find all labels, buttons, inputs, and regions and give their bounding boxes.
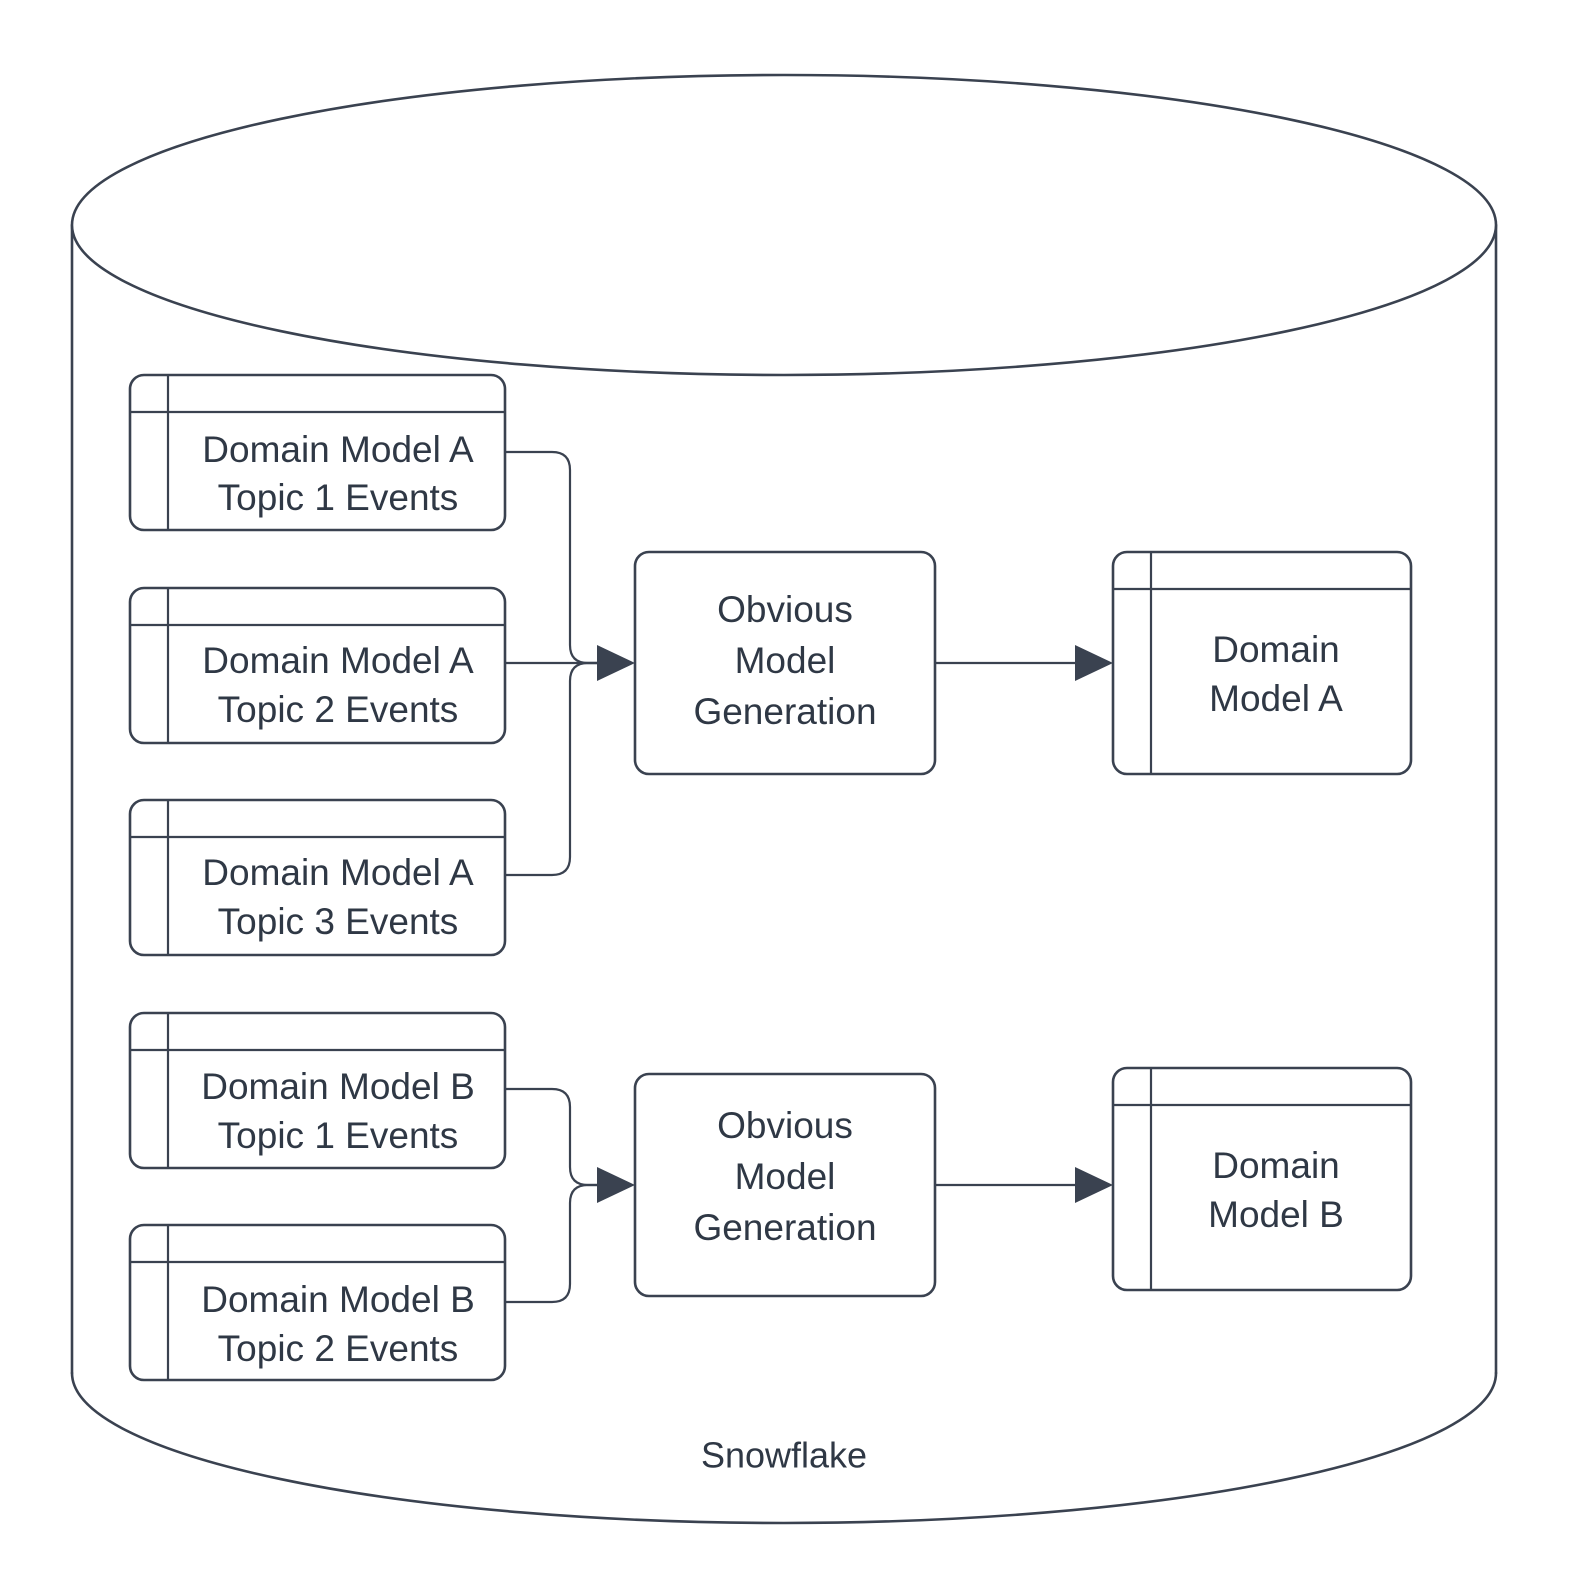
node-label-line3: Generation xyxy=(693,691,876,732)
arrowhead-into-output-b xyxy=(1075,1167,1113,1203)
node-output-b[interactable]: Domain Model B xyxy=(1111,1066,1413,1292)
connector-a3-to-process xyxy=(505,661,600,877)
cylinder-top-ellipse xyxy=(70,73,1498,377)
node-label-line1: Domain Model A xyxy=(202,429,474,470)
table-body xyxy=(1111,1066,1413,1292)
snowflake-label: Snowflake xyxy=(701,1435,867,1476)
cylinder-bottom-arc xyxy=(70,1371,1498,1525)
table-body xyxy=(1111,550,1413,776)
node-label-line1: Domain Model A xyxy=(202,640,474,681)
node-label-line1: Obvious xyxy=(717,589,853,630)
table-body xyxy=(128,1011,507,1170)
node-process-a[interactable]: Obvious Model Generation xyxy=(633,550,937,776)
node-src-b1[interactable]: Domain Model B Topic 1 Events xyxy=(128,1011,507,1170)
connector-b2-to-process xyxy=(505,1183,600,1304)
node-label-line2: Topic 1 Events xyxy=(218,1115,459,1156)
node-label-line1: Domain xyxy=(1212,1145,1340,1186)
node-label-line2: Topic 3 Events xyxy=(218,901,459,942)
node-label-line1: Domain Model B xyxy=(201,1279,475,1320)
node-label-line2: Topic 2 Events xyxy=(218,1328,459,1369)
arrowhead-into-output-a xyxy=(1075,645,1113,681)
node-label-line2: Topic 1 Events xyxy=(218,477,459,518)
connector-b1-to-process xyxy=(505,1087,600,1187)
node-label-line1: Domain Model A xyxy=(202,852,474,893)
table-body xyxy=(128,1223,507,1382)
node-label-line2: Topic 2 Events xyxy=(218,689,459,730)
connector-a1-to-process xyxy=(505,450,600,665)
arrowhead-into-process-a xyxy=(597,645,635,681)
process-box xyxy=(633,550,937,776)
node-label-line1: Obvious xyxy=(717,1105,853,1146)
process-box xyxy=(633,1072,937,1298)
node-label-line2: Model A xyxy=(1209,678,1343,719)
table-body xyxy=(128,586,507,745)
snowflake-cylinder[interactable] xyxy=(70,73,1498,1525)
table-body xyxy=(128,798,507,957)
node-label-line3: Generation xyxy=(693,1207,876,1248)
connectors-group-a xyxy=(505,450,1113,877)
node-output-a[interactable]: Domain Model A xyxy=(1111,550,1413,776)
table-body xyxy=(128,373,507,532)
node-src-b2[interactable]: Domain Model B Topic 2 Events xyxy=(128,1223,507,1382)
node-src-a1[interactable]: Domain Model A Topic 1 Events xyxy=(128,373,507,532)
node-process-b[interactable]: Obvious Model Generation xyxy=(633,1072,937,1298)
arrowhead-into-process-b xyxy=(597,1167,635,1203)
node-src-a3[interactable]: Domain Model A Topic 3 Events xyxy=(128,798,507,957)
node-label-line1: Domain xyxy=(1212,629,1340,670)
connectors-group-b xyxy=(505,1087,1113,1304)
node-src-a2[interactable]: Domain Model A Topic 2 Events xyxy=(128,586,507,745)
node-label-line1: Domain Model B xyxy=(201,1066,475,1107)
node-label-line2: Model xyxy=(735,640,836,681)
node-label-line2: Model xyxy=(735,1156,836,1197)
node-label-line2: Model B xyxy=(1208,1194,1344,1235)
